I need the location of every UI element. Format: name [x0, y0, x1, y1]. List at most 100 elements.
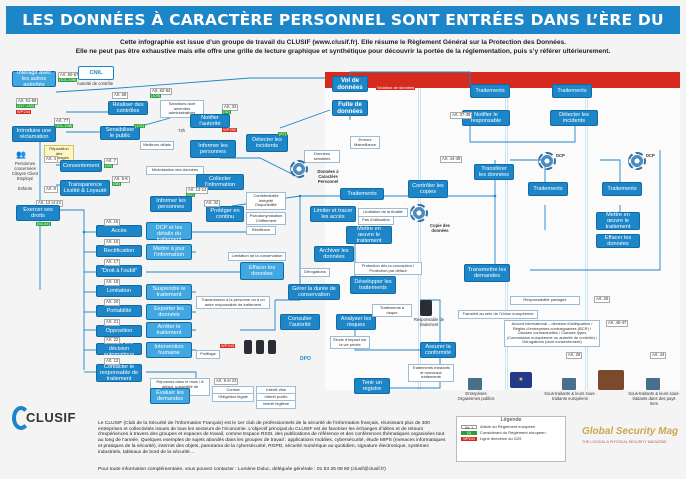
node-suspendre: Suspendre le traitement	[146, 284, 192, 300]
gear-icon	[628, 152, 646, 170]
article-tag: Art. 68	[112, 92, 129, 99]
dpo-label: DPO	[300, 356, 311, 362]
sous-traitants-hors-label: Sous-traitants & leurs sous-traitants da…	[628, 391, 680, 406]
footer-description: Le CLUSIF (Club de la Sécurité de l’Info…	[98, 421, 446, 455]
node-evaluer: Évaluer les demandes	[150, 388, 190, 404]
node-tenir-registre: Tenir un registre	[354, 378, 390, 394]
node-limiter: Limiter et tracer les accès	[310, 206, 356, 222]
node-consulter: Consulter l’autorité	[280, 314, 320, 330]
node-detecter-incidents-right: Détecter les incidents	[550, 110, 598, 126]
node-assurer: Assurer la conformité	[420, 342, 456, 358]
legend-row: (1) Considérant du Règlement européen	[457, 430, 565, 436]
node-consentement: Consentement	[60, 160, 102, 172]
considerant-tag: (94)	[104, 163, 114, 169]
node-effacer: Effacer les données	[240, 262, 284, 280]
note-etude-impact: Étude d’impact sur la vie privée	[330, 336, 370, 350]
node-realiser-controles: Réaliser des contrôles	[108, 101, 148, 115]
legend-title: Légende	[500, 417, 522, 423]
gear-icon	[538, 152, 556, 170]
enfants-label: Enfants	[17, 186, 33, 191]
article-tag: Art. 37-39	[450, 112, 473, 119]
node-traitements-r1: Traitements	[528, 182, 568, 196]
wp-tag: WP244	[16, 109, 32, 115]
node-portabilite: Portabilité	[96, 305, 142, 317]
node-exercer-droits: Exercer ses droits	[16, 205, 60, 221]
note-traitements-existants: Traitements existants et nouveaux traite…	[408, 364, 454, 382]
node-vol: Vol de données	[332, 76, 368, 92]
node-fournir-copie: Fournir une DCP et les détails du traite…	[146, 218, 192, 243]
article-tag: Art. 44-49	[440, 156, 463, 163]
node-traitements-top: Traitements	[552, 84, 592, 98]
node-proteger: Protéger en continu	[206, 206, 244, 222]
entreprises-label: Entreprises Organismes publics	[457, 391, 495, 401]
node-traitements-top: Traitements	[470, 84, 510, 98]
legend: Légende Art. 1 Article du Règlement euro…	[456, 416, 566, 462]
node-oubli: “Droit à l’oubli”	[96, 265, 142, 277]
legend-text: Article du Règlement européen	[480, 424, 536, 429]
considerant-tag: (132)	[134, 123, 146, 129]
considerant-tag: (87)	[278, 131, 288, 137]
considerant-tag: (109)	[150, 93, 162, 99]
note-protection-defaut: Protection dès la conception / Protectio…	[354, 262, 422, 276]
article-tag: Art. 9 et 23	[214, 378, 239, 385]
person-icon	[268, 340, 276, 354]
node-introduire-reclamation: Introduire une réclamation	[12, 126, 56, 142]
person-icon	[244, 340, 252, 354]
node-interagir: Interagir avec les autres autorités	[12, 70, 56, 88]
note-obligation: Obligation légale	[212, 393, 254, 402]
page-title: Les données à caractère personnel sont e…	[6, 6, 680, 57]
note-responsabilite: Responsabilité partagée	[510, 296, 580, 305]
node-opposition: Opposition	[96, 325, 142, 337]
node-transparence: Transparence Licéité & Loyauté	[60, 180, 110, 196]
node-intervention: Intervention humaine	[146, 342, 192, 358]
clusif-ring-icon	[12, 406, 30, 430]
considerant-tag: (63-64)	[36, 221, 51, 227]
node-arreter: Arrêter le traitement	[146, 322, 192, 338]
node-gerer-duree: Gérer la durée de conservation	[288, 284, 340, 300]
wp-tag: WP243	[220, 343, 236, 349]
node-transmettre: Transmettre les demandes	[464, 264, 510, 282]
copie-label: Copie des données	[429, 223, 450, 233]
node-mettre-a-jour: Mettre à jour l’information	[146, 244, 192, 260]
note-donnees-sensibles: Données sensibles	[304, 150, 340, 164]
node-collecter: Collecter l’information	[196, 174, 244, 190]
article-tag: Art. 16	[104, 239, 121, 246]
gear-icon	[290, 160, 308, 178]
legend-swatch-considerant: (1)	[461, 430, 477, 436]
article-tag: Art. 15	[104, 219, 121, 226]
building-icon	[646, 378, 660, 390]
node-controler-copies: Contrôler les copies	[408, 180, 448, 198]
intro-line-2: Elle ne peut pas être exhaustive mais el…	[75, 48, 611, 55]
gear-icon	[410, 204, 428, 222]
legend-swatch-wp: WP244	[461, 436, 477, 442]
intro-line-1: Cette infographie est issue d’un groupe …	[119, 39, 567, 46]
responsable-icon	[420, 300, 432, 316]
dcp-label: DCP	[556, 153, 565, 158]
partner-subtitle: THE LOGICAL & PHYSICAL SECURITY MAGAZINE	[582, 440, 667, 444]
node-traitements-r2: Traitements	[602, 182, 642, 196]
world-icon	[598, 370, 624, 390]
node-contacter: Contacter le responsable de traitement	[96, 364, 142, 382]
article-tag: Art. 46-47	[606, 320, 629, 327]
note-profilage: Profilage	[196, 350, 220, 359]
eu-flag-icon: ★	[510, 372, 532, 388]
note-interet-legitime: Intérêt légitime	[256, 400, 296, 409]
legend-text: Ligne directrice du G29	[480, 436, 522, 441]
legend-row: WP244 Ligne directrice du G29	[457, 436, 565, 442]
note-traitements-risque: Traitements à risque	[372, 304, 412, 318]
people-icon: 👥	[16, 150, 26, 159]
article-tag: Art. 13-14	[186, 187, 209, 194]
divider-line	[418, 88, 421, 390]
clusif-logo-text: CLUSIF	[26, 410, 76, 425]
legend-text: Considérant du Règlement européen	[480, 430, 546, 435]
article-tag: Art. 22	[104, 337, 121, 344]
node-mettre-oeuvre: Mettre en œuvre le traitement	[346, 226, 392, 244]
considerant-tag: (58)	[112, 181, 122, 187]
note-minimisation: Minimisation des données	[146, 166, 204, 175]
article-tag: Art. 21	[104, 319, 121, 326]
node-mettre-oeuvre-r: Mettre en œuvre le traitement	[596, 212, 640, 230]
person-icon	[256, 340, 264, 354]
wp-tag: WP250	[222, 127, 238, 133]
considerant-tag: (117-138)	[16, 103, 36, 109]
